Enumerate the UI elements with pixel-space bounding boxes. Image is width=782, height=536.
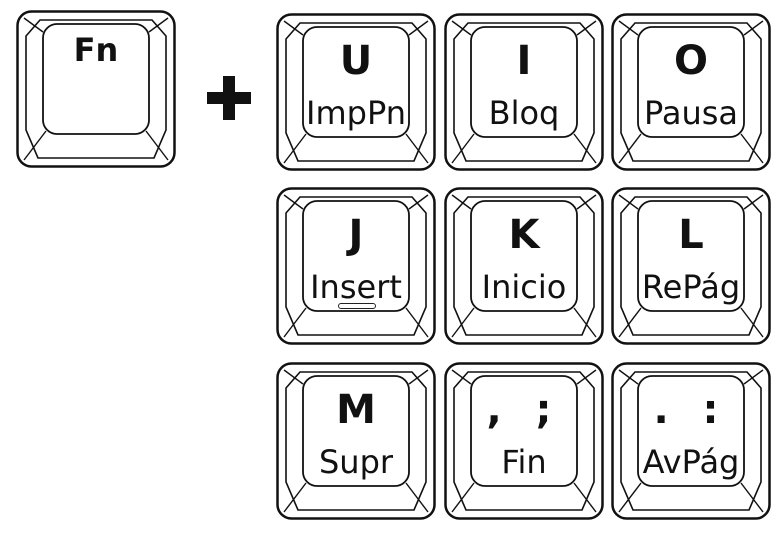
key-k-primary: K <box>508 212 540 258</box>
keycap-outline <box>276 362 436 520</box>
key-o: O Pausa <box>611 13 771 171</box>
keycap-outline <box>276 13 436 171</box>
key-comma-primary: , ; <box>486 387 562 433</box>
keycap-outline <box>611 362 771 520</box>
key-m-secondary: Supr <box>318 443 394 481</box>
key-k-secondary: Inicio <box>481 268 567 306</box>
key-period-secondary: AvPág <box>642 443 740 481</box>
key-fn: Fn <box>16 10 176 168</box>
key-j-primary: J <box>348 212 364 258</box>
key-j: J Insert <box>276 187 436 345</box>
keycap-outline <box>611 13 771 171</box>
key-i-primary: I <box>516 38 532 84</box>
key-comma-secondary: Fin <box>501 443 547 481</box>
keycap-outline <box>276 187 436 345</box>
key-fn-label: Fn <box>73 31 119 69</box>
plus-icon <box>207 76 251 120</box>
key-m: M Supr <box>276 362 436 520</box>
key-o-primary: O <box>673 38 708 84</box>
key-l-secondary: RePág <box>641 268 741 306</box>
key-comma: , ; Fin <box>444 362 604 520</box>
key-o-secondary: Pausa <box>643 94 739 132</box>
key-i-secondary: Bloq <box>488 94 560 132</box>
key-i: I Bloq <box>444 13 604 171</box>
keycap-outline <box>611 187 771 345</box>
key-m-primary: M <box>336 387 376 433</box>
keycap-outline <box>444 187 604 345</box>
key-u: U ImpPn <box>276 13 436 171</box>
insert-underline-mark <box>338 303 376 309</box>
keycap-outline <box>16 10 176 168</box>
key-l-primary: L <box>678 212 704 258</box>
key-u-secondary: ImpPn <box>306 94 406 132</box>
key-u-primary: U <box>339 38 373 84</box>
keycap-outline <box>444 13 604 171</box>
key-l: L RePág <box>611 187 771 345</box>
key-j-secondary: Insert <box>310 268 402 306</box>
key-k: K Inicio <box>444 187 604 345</box>
key-period: . : AvPág <box>611 362 771 520</box>
keycap-outline <box>444 362 604 520</box>
key-period-primary: . : <box>653 387 729 433</box>
